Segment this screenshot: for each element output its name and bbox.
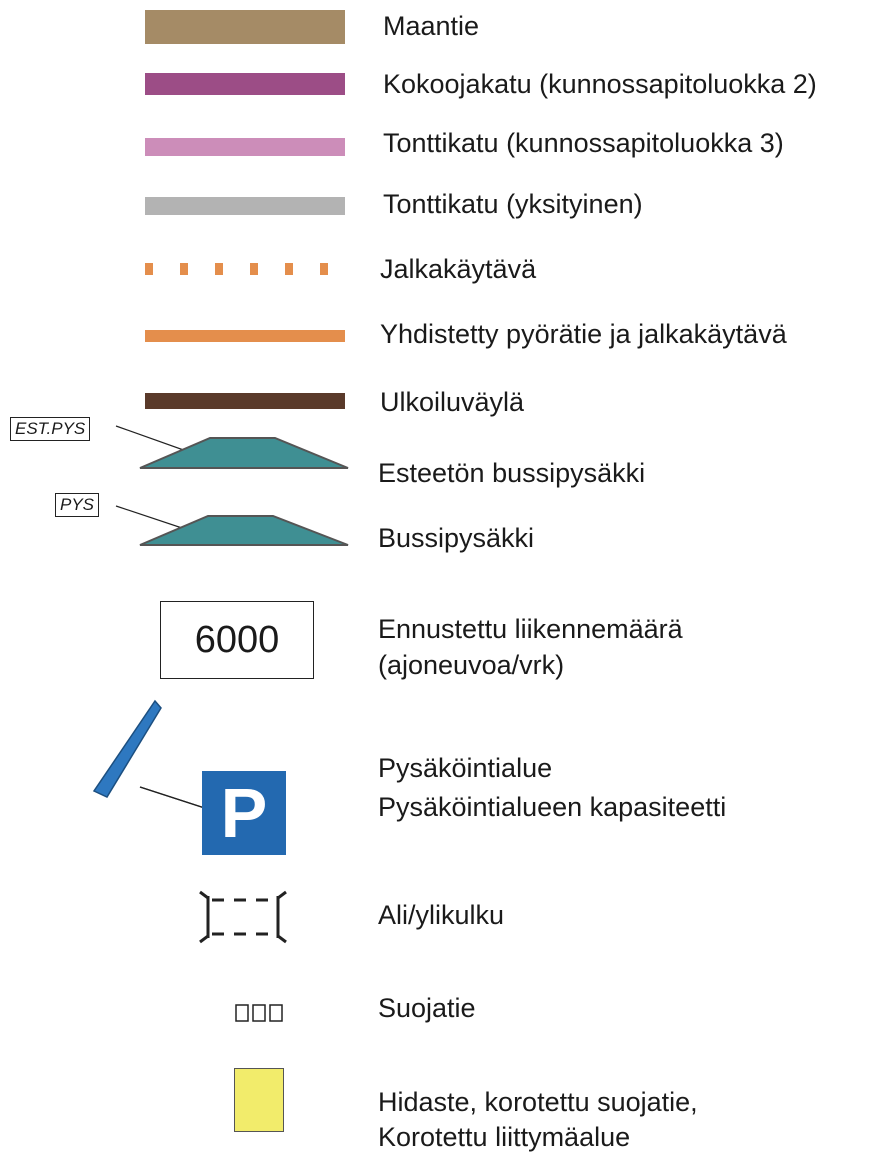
ulkoiluvayla-label: Ulkoiluväylä [380,387,525,417]
parking-capacity-label: Pysäköintialueen kapasiteetti [378,792,727,822]
est-pys-tag: EST.PYS [10,417,91,441]
crosswalk-label: Suojatie [378,993,476,1023]
pyoratie-label: Yhdistetty pyörätie ja jalkakäytävä [380,319,787,349]
tonttikatu-private-label: Tonttikatu (yksityinen) [383,189,643,219]
tonttikatu-private-line-symbol [145,197,345,215]
accessible-bus-stop-label: Esteetön bussipysäkki [378,458,646,488]
traffic-volume-box: 6000 [160,601,314,679]
kokoojakatu-label: Kokoojakatu (kunnossapitoluokka 2) [383,69,817,99]
jalkakaytava-dashed-line-symbol [145,263,345,275]
pyoratie-line-symbol [145,330,345,342]
kokoojakatu-line-symbol [145,73,345,95]
tonttikatu-3-label: Tonttikatu (kunnossapitoluokka 3) [383,128,784,158]
jalkakaytava-label: Jalkakäytävä [380,254,537,284]
parking-area-symbol [92,699,221,814]
bus-stop-label: Bussipysäkki [378,523,535,553]
tonttikatu-3-line-symbol [145,138,345,156]
speed-hump-label-line2: Korotettu liittymäalue [378,1122,631,1152]
speed-hump-symbol [234,1068,284,1132]
parking-area-label: Pysäköintialue [378,753,553,783]
underpass-overpass-label: Ali/ylikulku [378,900,505,930]
speed-hump-label-line1: Hidaste, korotettu suojatie, [378,1087,698,1117]
parking-sign-letter: P [220,774,268,852]
maantie-line-symbol [145,10,345,44]
ulkoiluvayla-line-symbol [145,393,345,409]
accessible-bus-stop-symbol [115,425,349,469]
traffic-volume-label-line1: Ennustettu liikennemäärä [378,614,683,644]
bus-stop-symbol [115,505,349,546]
traffic-volume-value: 6000 [194,618,280,661]
traffic-volume-label-line2: (ajoneuvoa/vrk) [378,650,565,680]
pys-tag: PYS [55,493,100,517]
maantie-label: Maantie [383,11,480,41]
underpass-overpass-symbol [199,890,287,944]
crosswalk-symbol [235,1004,283,1022]
parking-sign-icon: P [202,771,286,855]
